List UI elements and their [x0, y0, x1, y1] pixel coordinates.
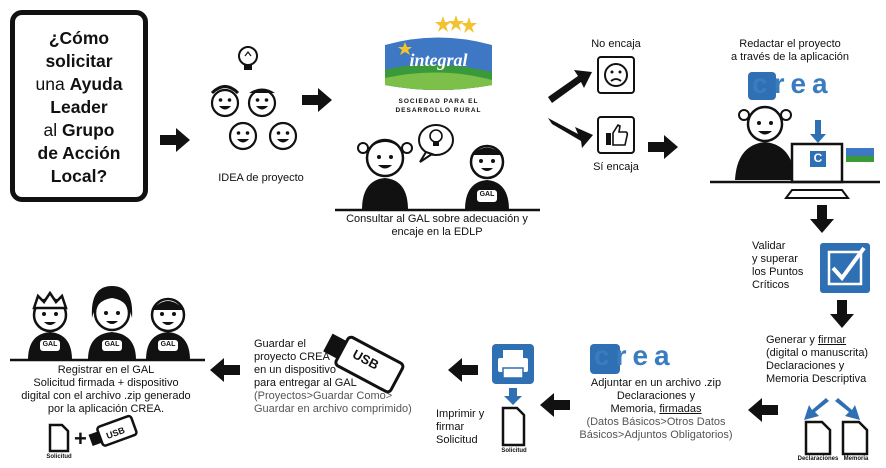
- save-label: Guardar el proyecto CREA en un dispositi…: [254, 338, 432, 416]
- crea-logo-top: crea: [752, 68, 834, 99]
- arrow-right-icon: [160, 128, 190, 152]
- integral-subtitle-2: DESARROLLO RURAL: [395, 107, 482, 114]
- integral-logo: [385, 15, 492, 90]
- gal-badge: GAL: [479, 191, 495, 198]
- generate-label: Generar y firmar (digital o manuscrita) …: [766, 334, 884, 386]
- attach-line-3a: Memoria,: [610, 403, 660, 415]
- doc-solicitud2-label: Solicitud: [46, 454, 72, 460]
- title-line1: ¿Cómo: [48, 28, 110, 48]
- register-line-4: por la aplicación CREA.: [47, 403, 165, 415]
- arrow-down-left-icon: [804, 398, 829, 420]
- doc-declaraciones-label: Declaraciones: [797, 456, 839, 462]
- gal-badge: GAL: [160, 341, 176, 348]
- arrow-right-icon: [648, 135, 678, 159]
- printer-icon: [492, 344, 534, 447]
- generate-line-2: (digital o manuscrita): [766, 347, 869, 359]
- save-line-4: para entregar al GAL: [254, 377, 357, 389]
- attach-line-5: Básicos>Adjuntos Obligatorios): [579, 429, 733, 441]
- crea-logo-graphic: [590, 344, 620, 374]
- title-line3b: Ayuda: [69, 74, 123, 94]
- arrow-left-icon: [748, 398, 778, 422]
- title-line3a: una: [35, 74, 70, 94]
- generate-line-3: Declaraciones y: [766, 360, 845, 372]
- validate-line-3: los Puntos: [752, 266, 804, 278]
- crea-logo-graphic: [748, 72, 776, 100]
- attach-line-1: Adjuntar en un archivo .zip: [590, 377, 722, 389]
- plus-sign: +: [74, 426, 87, 451]
- crea-logo-bottom: crea: [594, 340, 676, 371]
- attach-line-3b: firmadas: [659, 403, 702, 415]
- attach-line-2: Declaraciones y: [616, 390, 696, 402]
- title-line4: Leader: [50, 97, 108, 117]
- validate-label: Validar y superar los Puntos Críticos: [752, 240, 822, 292]
- fit-label: Sí encaja: [593, 161, 639, 173]
- print-line-1: Imprimir y: [436, 408, 485, 420]
- consult-people-icon: [357, 124, 509, 210]
- register-label: Registrar en el GAL Solicitud firmada + …: [6, 364, 206, 416]
- sad-face-icon: [597, 56, 635, 94]
- print-label: Imprimir y firmar Solicitud: [436, 408, 496, 447]
- integral-logo-text: integral: [409, 50, 468, 70]
- arrow-up-right-icon: [548, 70, 592, 103]
- solicitud-plus-usb-icon: [48, 414, 138, 453]
- save-line-2: proyecto CREA: [254, 351, 330, 363]
- register-line-3: digital con el archivo .zip generado: [21, 390, 191, 402]
- attach-line-4: (Datos Básicos>Otros Datos: [586, 416, 726, 428]
- title-text: ¿Cómo solicitar una Ayuda Leader al Grup…: [19, 27, 139, 188]
- generate-line-4: Memoria Descriptiva: [766, 373, 867, 385]
- attach-label: Adjuntar en un archivo .zip Declaracione…: [566, 377, 746, 442]
- no-fit-label: No encaja: [591, 38, 641, 50]
- register-line-2: Solicitud firmada + dispositivo: [33, 377, 179, 389]
- gal-team-icon: [10, 286, 205, 362]
- title-line5b: Grupo: [61, 120, 115, 140]
- generate-line-1a: Generar y: [766, 334, 818, 346]
- arrow-left-icon: [448, 358, 478, 382]
- draft-label-2: a través de la aplicación: [730, 51, 849, 63]
- validate-line-2: y superar: [752, 253, 798, 265]
- register-line-1: Registrar en el GAL: [57, 364, 155, 376]
- thumbs-up-icon: [597, 116, 635, 154]
- doc-solicitud-label: Solicitud: [501, 448, 527, 454]
- idea-label: IDEA de proyecto: [218, 172, 304, 184]
- gal-badge: GAL: [42, 341, 58, 348]
- usb-drive-icon: [323, 333, 405, 394]
- arrow-down-right-icon: [548, 118, 593, 148]
- arrow-down-right-icon: [835, 398, 860, 420]
- crea-screen-letter: C: [813, 151, 823, 165]
- save-line-1: Guardar el: [254, 338, 306, 350]
- document-icon: [804, 420, 869, 456]
- consult-label-1: Consultar al GAL sobre adecuación y: [346, 213, 528, 225]
- gal-badge: GAL: [104, 341, 120, 348]
- title-line7: Local?: [50, 166, 108, 186]
- title-line6: de Acción: [37, 143, 121, 163]
- save-line-6: Guardar en archivo comprimido): [254, 403, 412, 415]
- print-line-3: Solicitud: [436, 434, 478, 446]
- save-line-3: en un dispositivo: [254, 364, 336, 376]
- consult-label-2: encaje en la EDLP: [391, 226, 483, 238]
- validate-line-4: Críticos: [752, 279, 790, 291]
- doc-memoria-label: Memoria: [843, 456, 869, 462]
- draft-label-1: Redactar el proyecto: [739, 38, 841, 50]
- validate-line-1: Validar: [752, 240, 786, 252]
- idea-group-icon: [210, 46, 298, 151]
- arrow-down-icon: [810, 205, 834, 233]
- title-box: ¿Cómo solicitar una Ayuda Leader al Grup…: [10, 10, 148, 202]
- arrow-left-icon: [210, 358, 240, 382]
- print-line-2: firmar: [436, 421, 465, 433]
- title-line5a: al: [43, 120, 62, 140]
- arrow-down-icon: [830, 300, 854, 328]
- save-line-5: (Proyectos>Guardar Como>: [254, 390, 393, 402]
- integral-subtitle-1: SOCIEDAD PARA EL: [398, 98, 479, 105]
- title-line2: solicitar: [45, 51, 113, 71]
- arrow-right-icon: [302, 88, 332, 112]
- crea-workstation-icon: [710, 105, 880, 199]
- generate-line-1b: firmar: [817, 334, 847, 346]
- validate-checkbox-icon: [820, 243, 870, 293]
